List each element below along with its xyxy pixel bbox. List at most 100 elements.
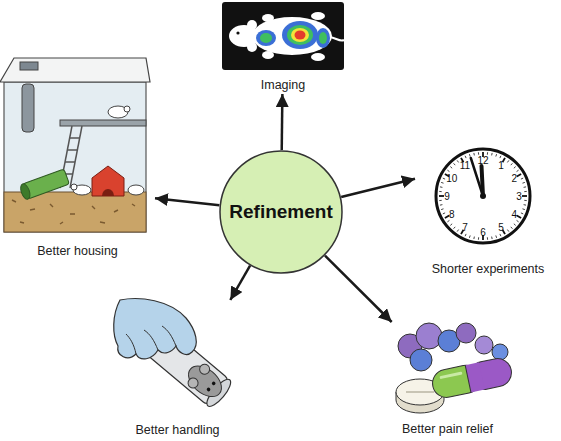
handling-illustration [114,299,235,410]
housing-illustration-part [128,185,144,195]
clock-ticks-part [469,235,471,237]
clock-ticks-part [439,195,444,197]
clock-ticks-part [507,230,508,232]
pills-illustration-part [410,349,432,371]
clock-illustration-part [480,193,486,199]
pills-illustration-part [406,391,434,393]
housing-panel: Better housing [0,55,155,260]
imaging-panel: Imaging [222,0,344,94]
clock-ticks-part [478,152,479,154]
housing-illustration-part [124,106,130,112]
clock-ticks-part [465,156,466,158]
arrow-connector [280,94,283,150]
clock-illustration-part [436,149,530,243]
clock-ticks-part [441,182,443,184]
handling-illustration-part-part [206,387,211,392]
pills-illustration-part [492,344,508,360]
clock-numeral: 8 [449,209,455,220]
handling-illustration-part [126,326,176,354]
clock-ticks-part [514,167,516,169]
clock-ticks-part [441,208,443,210]
clock-ticks-part [500,234,501,236]
clock-ticks-part [454,227,456,229]
clock-numeral: 5 [498,222,504,233]
pills-illustration-part-part [465,362,485,392]
housing-illustration-part [4,82,146,232]
imaging-illustration-part [282,21,318,49]
clock-ticks-part [517,170,519,171]
clock-ticks-part [447,170,449,171]
housing-illustration-part [22,84,34,132]
clock-ticks-part [522,208,524,210]
clock-ticks-part [517,174,521,177]
housing-illustration-part [63,138,80,174]
clock-ticks-part [447,220,449,221]
clock-ticks-part [443,213,445,214]
pain-relief-panel: Better pain relief [380,322,515,438]
clock-ticks-part [524,204,526,206]
pills-illustration-part [475,336,493,354]
node-label: Shorter experiments [432,262,545,278]
pills-illustration-part-part [465,365,471,392]
clock-numeral: 7 [462,222,468,233]
imaging-illustration-part [319,32,327,44]
clock-ticks-part [524,191,526,192]
clock-ticks-part [469,154,471,156]
clock-ticks-part [440,204,442,206]
clock-ticks-part [454,163,456,165]
clock-ticks-part [443,178,445,179]
clock-ticks-part [450,167,452,169]
housing-illustration-part [92,166,124,196]
pills-illustration-part [456,323,476,343]
clock-ticks-part [514,224,516,226]
clock-ticks-part [457,230,458,232]
arrow-connector [155,198,219,205]
clock-ticks-part [511,227,513,229]
clock-numeral: 6 [480,227,486,238]
pills-illustration [396,323,514,413]
clock-ticks-part [522,182,524,184]
housing-illustration-part [102,189,114,196]
clock-numeral: 3 [516,191,522,202]
clock-ticks-part [511,163,513,165]
handling-illustration-part-part [186,376,200,390]
clock-ticks-part [495,154,497,156]
imaging-illustration-part [247,42,257,52]
clock-ticks-part [507,160,508,162]
clock-ticks-part [517,216,521,219]
imaging-illustration-part [260,33,272,43]
clock-ticks-part [473,237,475,239]
clock-numeral: 1 [498,159,504,170]
node-label: Imaging [261,78,305,94]
housing-illustration-part [12,200,135,224]
imaging-illustration-part [236,31,239,34]
clock-ticks-part [445,216,449,219]
handling-panel: Better handling [115,300,240,439]
clock-ticks-part [524,200,526,201]
clock-ticks-part [521,178,523,179]
pills-illustration-part-part [441,373,461,377]
circle-fill [220,151,342,273]
clock-ticks-part [440,186,442,188]
clock-ticks-part [491,237,493,239]
handling-illustration-part [114,299,197,359]
imaging-illustration [222,2,344,70]
refinement-circle: Refinement [219,150,343,274]
imaging-illustration-part [252,17,332,55]
clock-ticks-part [439,191,441,192]
imaging-illustration-part [295,31,306,40]
housing-illustration-part [70,126,82,188]
handling-illustration-part-part [183,360,228,403]
clock-ticks-part [495,235,497,237]
clock-ticks-part [524,186,526,188]
clock-ticks-part [500,156,501,158]
handling-illustration-part-part [198,362,212,376]
clock-ticks-part [439,200,441,201]
imaging-illustration-part [247,20,257,30]
node-label: Better housing [37,244,118,260]
clock-ticks-part [450,224,452,226]
clock-ticks-part [465,234,466,236]
arrow-connector [325,256,392,322]
